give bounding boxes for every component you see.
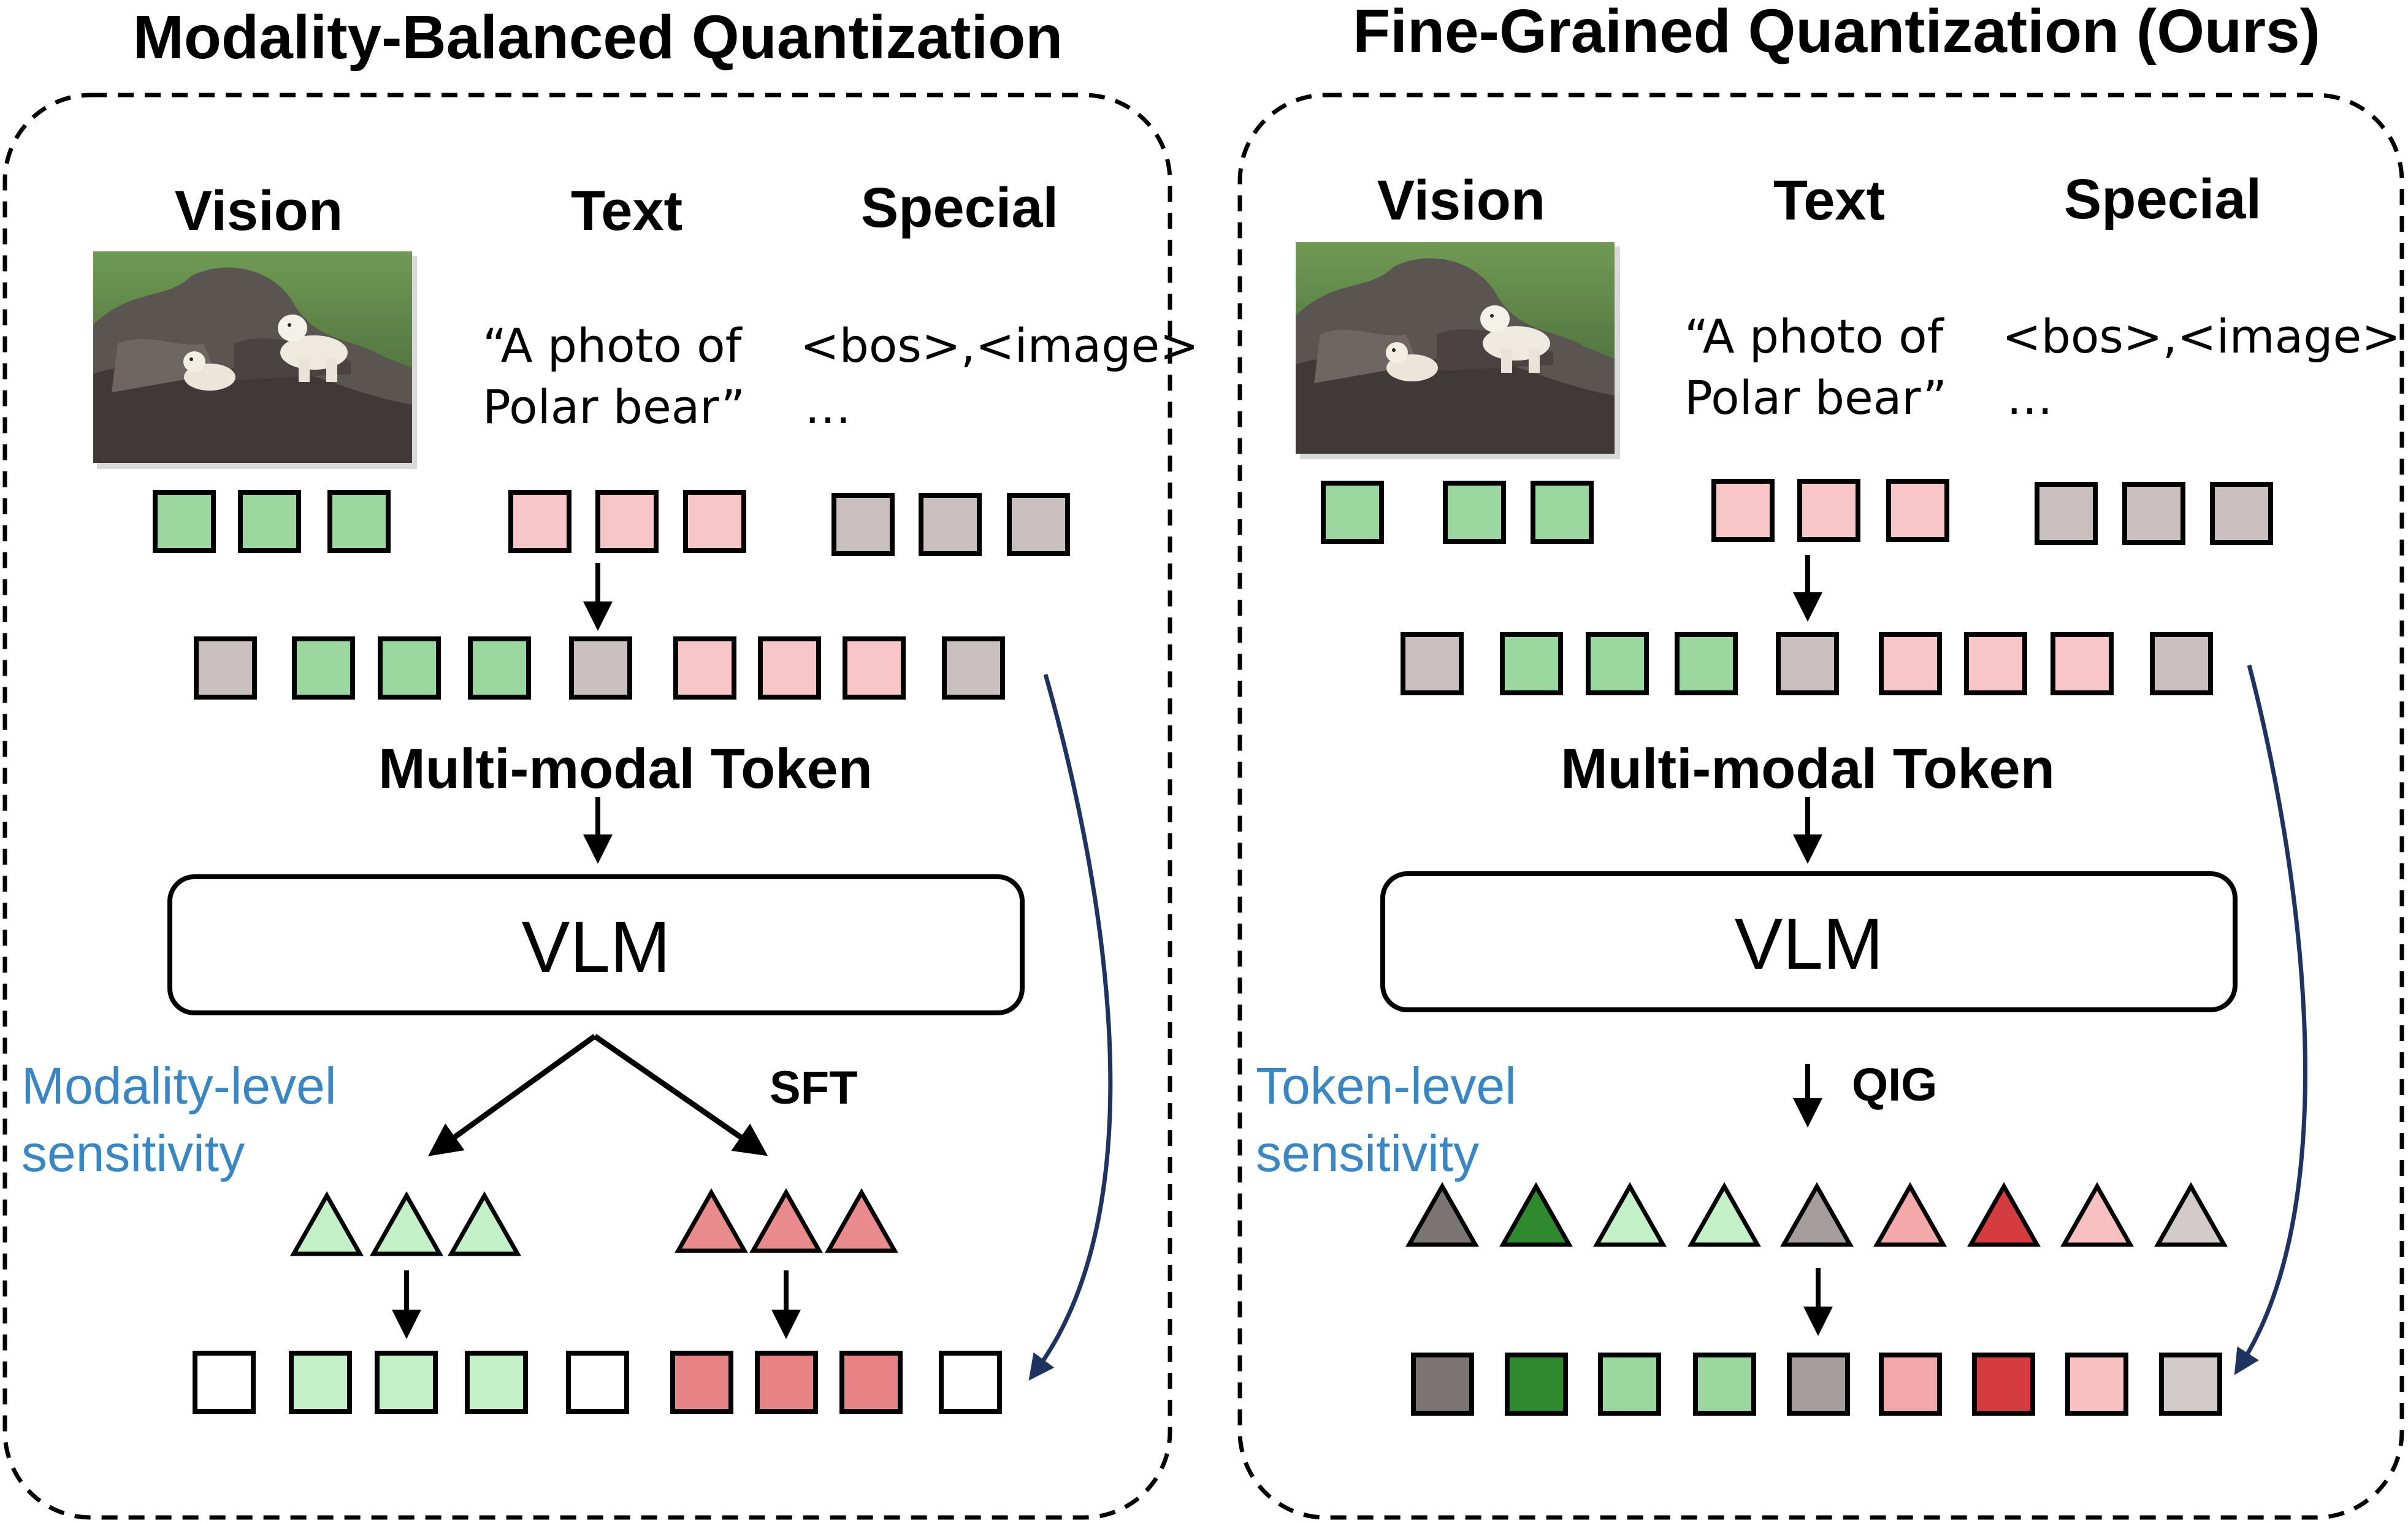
right-output-token-7 [1972, 1353, 2035, 1416]
left-branch-arrow-text [593, 1034, 768, 1156]
right-panel-frame [1237, 93, 2404, 1520]
right-level-line1: Token-level [1256, 1057, 1516, 1115]
right-polar-bear-photo [1296, 242, 1620, 459]
left-token-label: Multi-modal Token [378, 738, 873, 800]
right-triangle-2 [1499, 1181, 1573, 1247]
left-output-token-1 [193, 1351, 256, 1414]
right-triangle-7 [1967, 1181, 2041, 1247]
right-special-line2: … [2006, 370, 2053, 425]
left-triangle-4 [674, 1188, 749, 1253]
left-output-token-4 [465, 1351, 528, 1414]
left-level-line1: Modality-level [21, 1057, 337, 1115]
left-sensitivity-triangles [289, 1188, 899, 1256]
left-quote-line1: “A photo of [483, 318, 743, 373]
right-vlm-box [1380, 871, 2238, 1012]
left-output-token-2 [289, 1351, 352, 1414]
left-output-tokens [193, 1351, 1002, 1414]
left-output-token-5 [566, 1351, 629, 1414]
right-merged-tokens [1401, 632, 2213, 695]
right-panel: Vision Text Special “A photo of Polar be… [1256, 168, 2401, 1416]
left-special-header: Special [861, 177, 1058, 239]
left-vlm-label: VLM [522, 907, 671, 988]
right-output-token-3 [1598, 1353, 1661, 1416]
right-vision-tokens [1321, 481, 1594, 544]
left-vision-header: Vision [175, 180, 343, 242]
right-output-token-2 [1505, 1353, 1568, 1416]
left-skip-curve-arrow [1028, 674, 1113, 1381]
left-triangle-1 [289, 1191, 364, 1256]
right-level-line2: sensitivity [1256, 1124, 1479, 1182]
left-branch-arrow-vision [428, 1034, 597, 1156]
right-quote-line2: Polar bear” [1684, 370, 1947, 425]
right-sensitivity-triangles [1405, 1181, 2228, 1247]
right-quote-line1: “A photo of [1684, 309, 1945, 364]
right-text-tokens [1711, 479, 1949, 542]
right-text-header: Text [1773, 169, 1885, 232]
right-vision-header: Vision [1377, 169, 1545, 232]
right-output-token-5 [1787, 1353, 1850, 1416]
right-special-header: Special [2064, 168, 2261, 231]
left-quote-line2: Polar bear” [483, 380, 745, 434]
left-text-header: Text [571, 180, 682, 242]
left-level-line2: sensitivity [21, 1124, 245, 1182]
left-output-token-8 [839, 1351, 903, 1414]
left-merged-tokens [194, 636, 1005, 700]
left-output-token-3 [375, 1351, 438, 1414]
right-triangle-6 [1873, 1181, 1947, 1247]
left-method-label: SFT [770, 1062, 858, 1114]
right-skip-curve-arrow [2234, 665, 2307, 1375]
right-vlm-label: VLM [1735, 904, 1884, 985]
right-token-label: Multi-modal Token [1561, 738, 2055, 800]
right-triangle-5 [1779, 1181, 1854, 1247]
right-panel-title: Fine-Grained Quantization (Ours) [1353, 0, 2320, 66]
right-triangle-8 [2060, 1181, 2135, 1247]
right-triangle-9 [2154, 1181, 2228, 1247]
right-method-label: QIG [1852, 1059, 1937, 1111]
left-vlm-box [167, 874, 1025, 1015]
right-output-token-9 [2159, 1353, 2222, 1416]
left-triangle-2 [369, 1191, 444, 1256]
right-output-token-8 [2065, 1353, 2128, 1416]
left-special-line1: <bos>,<image> [800, 318, 1199, 373]
left-special-line2: … [805, 380, 851, 434]
left-polar-bear-photo [93, 251, 417, 469]
right-triangle-4 [1687, 1181, 1762, 1247]
right-special-tokens [2035, 482, 2273, 545]
left-triangle-3 [447, 1191, 522, 1256]
left-output-token-7 [755, 1351, 818, 1414]
left-text-tokens [508, 490, 746, 553]
left-special-tokens [831, 493, 1070, 556]
left-output-token-6 [670, 1351, 733, 1414]
left-panel: Vision Text Special “A photo of Polar be… [21, 177, 1199, 1414]
right-output-token-4 [1693, 1353, 1756, 1416]
left-panel-title: Modality-Balanced Quantization [133, 3, 1063, 72]
right-special-line1: <bos>,<image> [2002, 309, 2401, 364]
left-panel-frame [2, 93, 1172, 1520]
right-output-token-1 [1411, 1353, 1474, 1416]
left-triangle-6 [824, 1188, 899, 1253]
left-vision-tokens [153, 490, 391, 553]
right-output-tokens [1411, 1353, 2222, 1416]
left-triangle-5 [749, 1188, 824, 1253]
left-output-token-9 [939, 1351, 1002, 1414]
right-output-token-6 [1879, 1353, 1942, 1416]
right-triangle-3 [1592, 1181, 1667, 1247]
right-triangle-1 [1405, 1181, 1480, 1247]
